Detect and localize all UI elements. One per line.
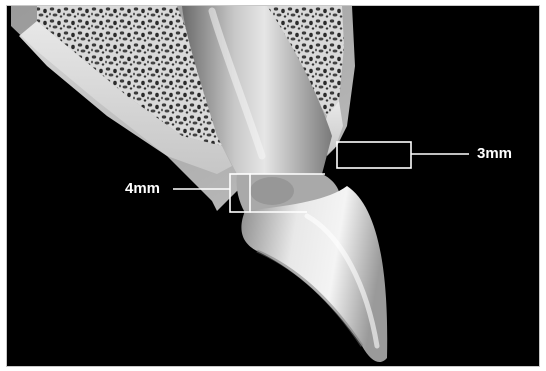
illustration-frame: 3mm 4mm [6,5,540,367]
bracket-3mm [337,142,411,168]
measurement-label-3mm: 3mm [477,146,512,161]
measurement-label-4mm: 4mm [125,181,160,196]
tooth-diagram [7,6,540,367]
